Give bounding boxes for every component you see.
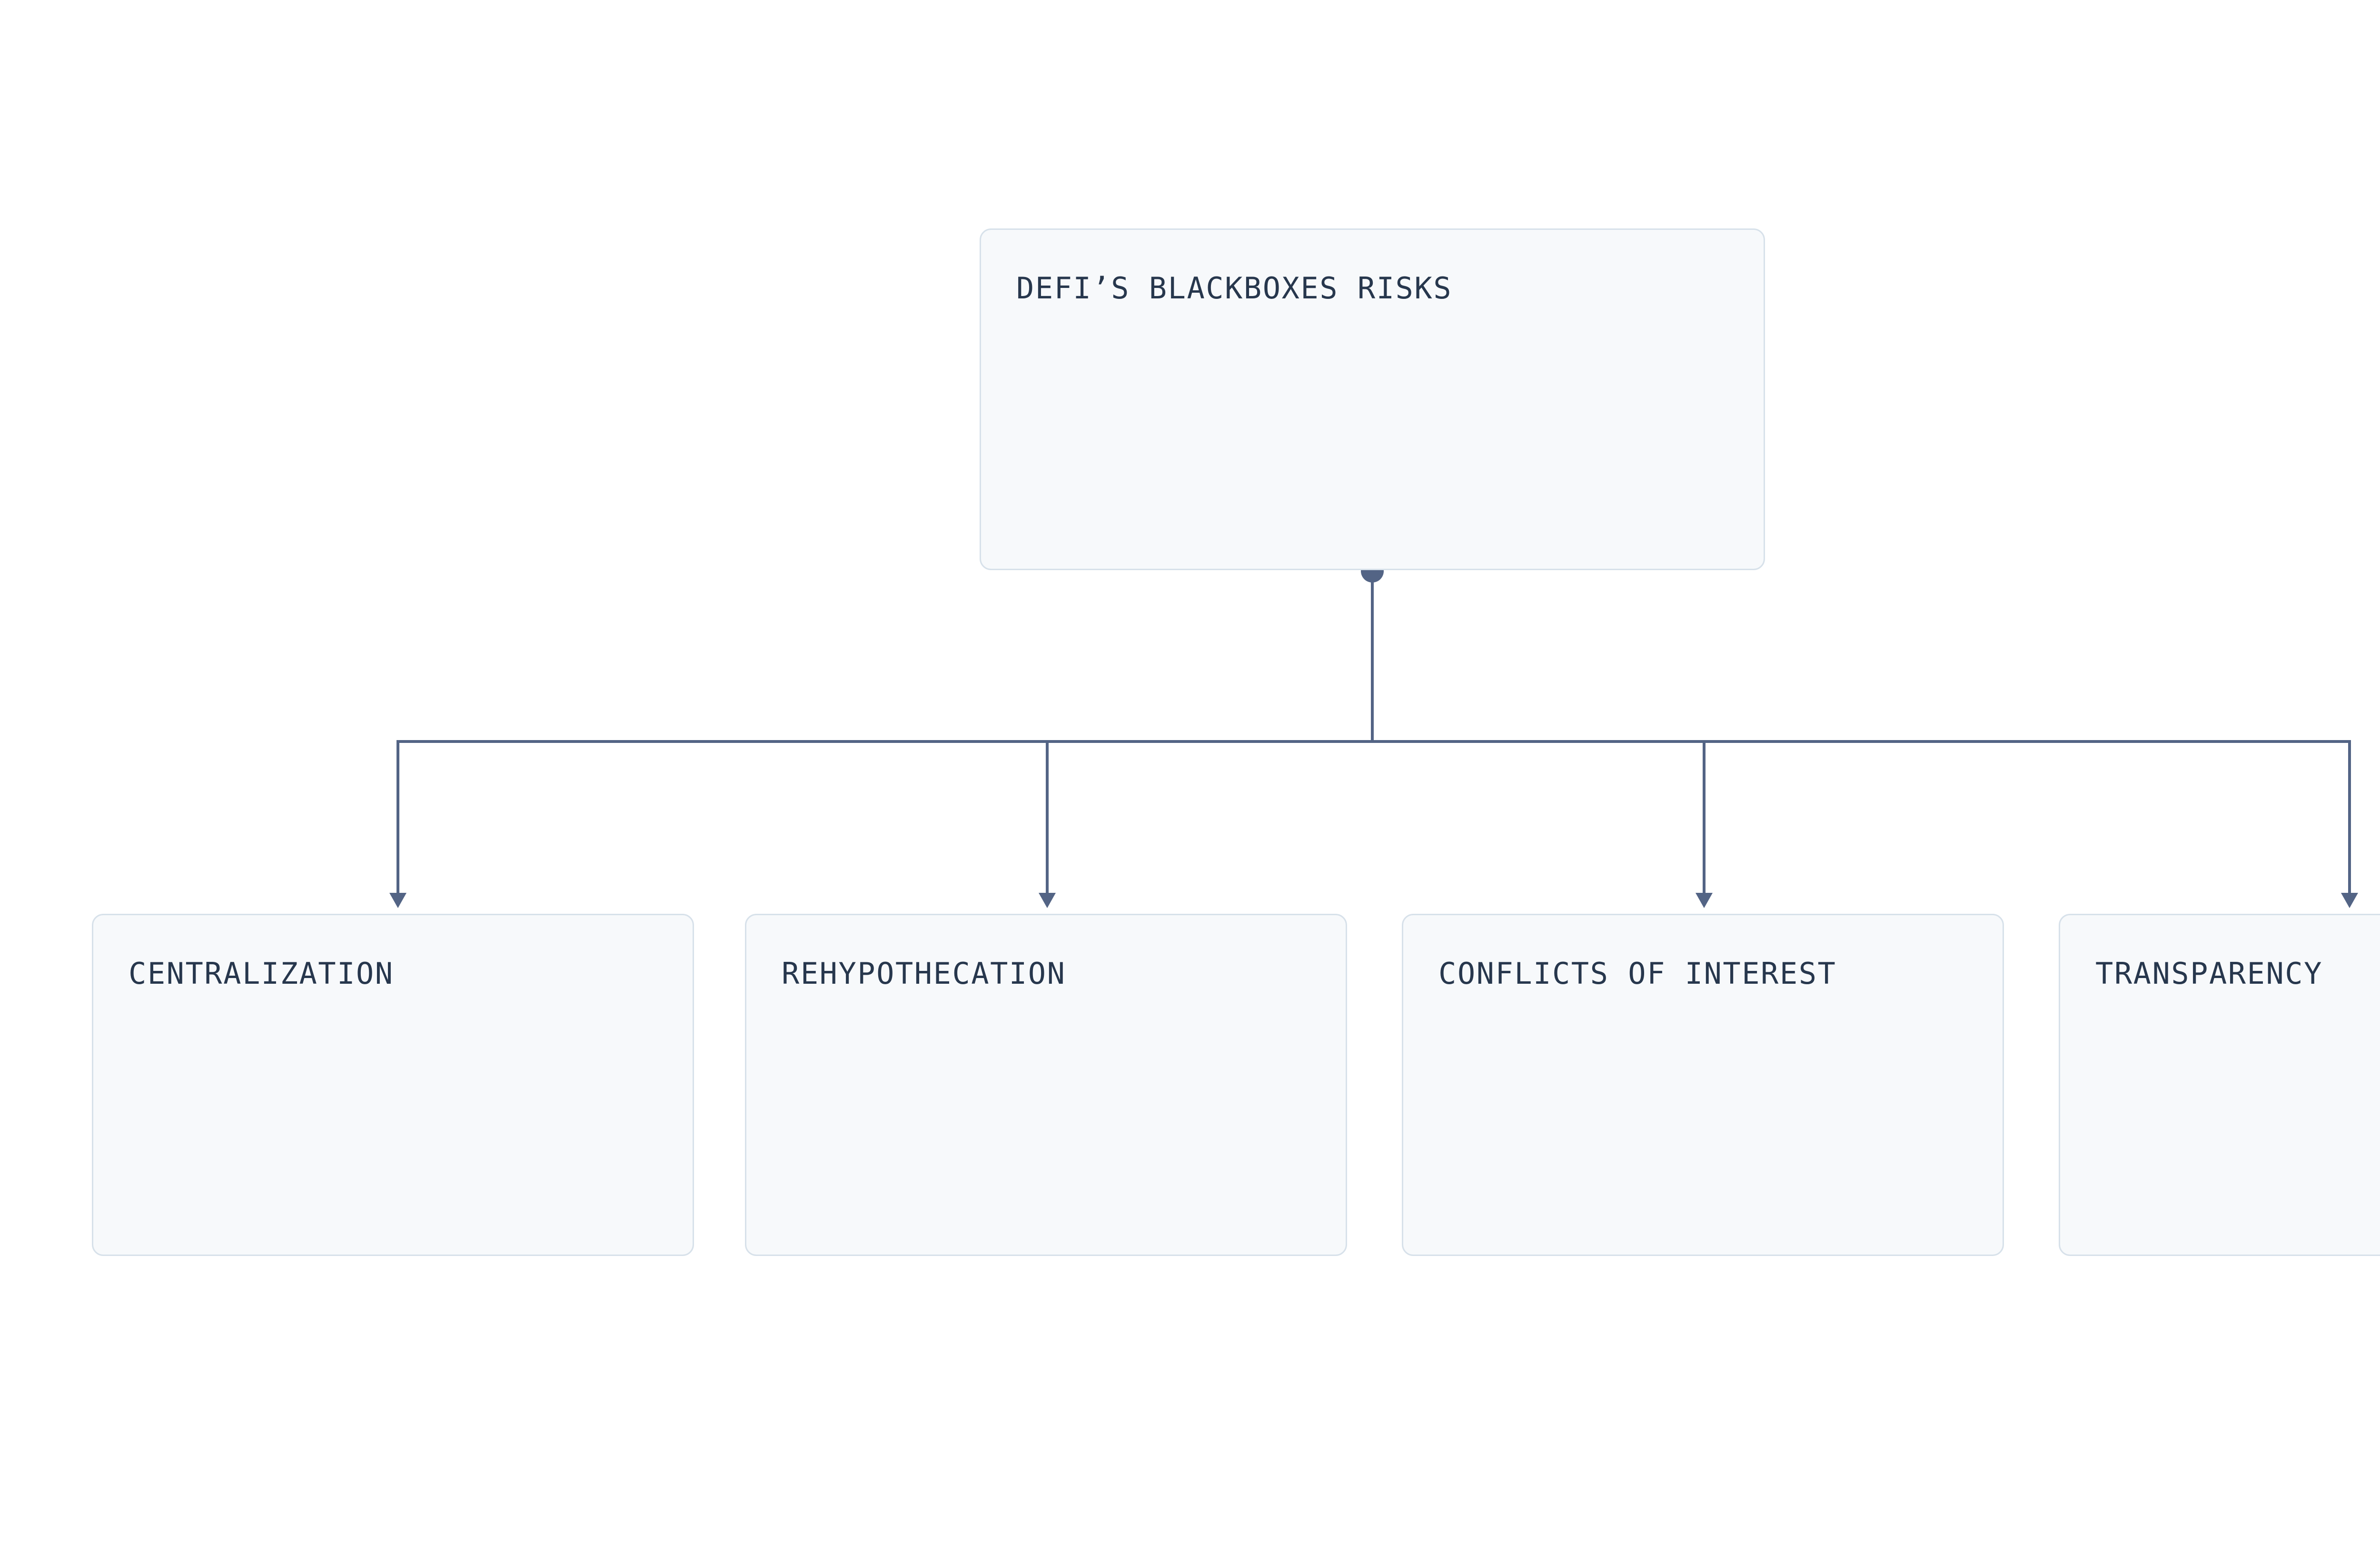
node-transparency[interactable]: TRANSPARENCY [2059, 914, 2380, 1256]
arrowhead-transparency [2341, 893, 2358, 908]
node-conflicts-of-interest-label: CONFLICTS OF INTEREST [1438, 956, 1837, 991]
arrowhead-centralization [389, 893, 407, 908]
node-centralization[interactable]: CENTRALIZATION [92, 914, 694, 1256]
node-centralization-label: CENTRALIZATION [129, 956, 394, 991]
node-conflicts-of-interest[interactable]: CONFLICTS OF INTEREST [1402, 914, 2004, 1256]
node-root-label: DEFI’S BLACKBOXES RISKS [1016, 271, 1453, 306]
node-transparency-label: TRANSPARENCY [2095, 956, 2323, 991]
arrowhead-rehypothecation [1039, 893, 1056, 908]
node-rehypothecation-label: REHYPOTHECATION [782, 956, 1066, 991]
node-root[interactable]: DEFI’S BLACKBOXES RISKS [980, 228, 1765, 570]
arrowhead-conflicts-of-interest [1696, 893, 1713, 908]
node-rehypothecation[interactable]: REHYPOTHECATION [745, 914, 1347, 1256]
